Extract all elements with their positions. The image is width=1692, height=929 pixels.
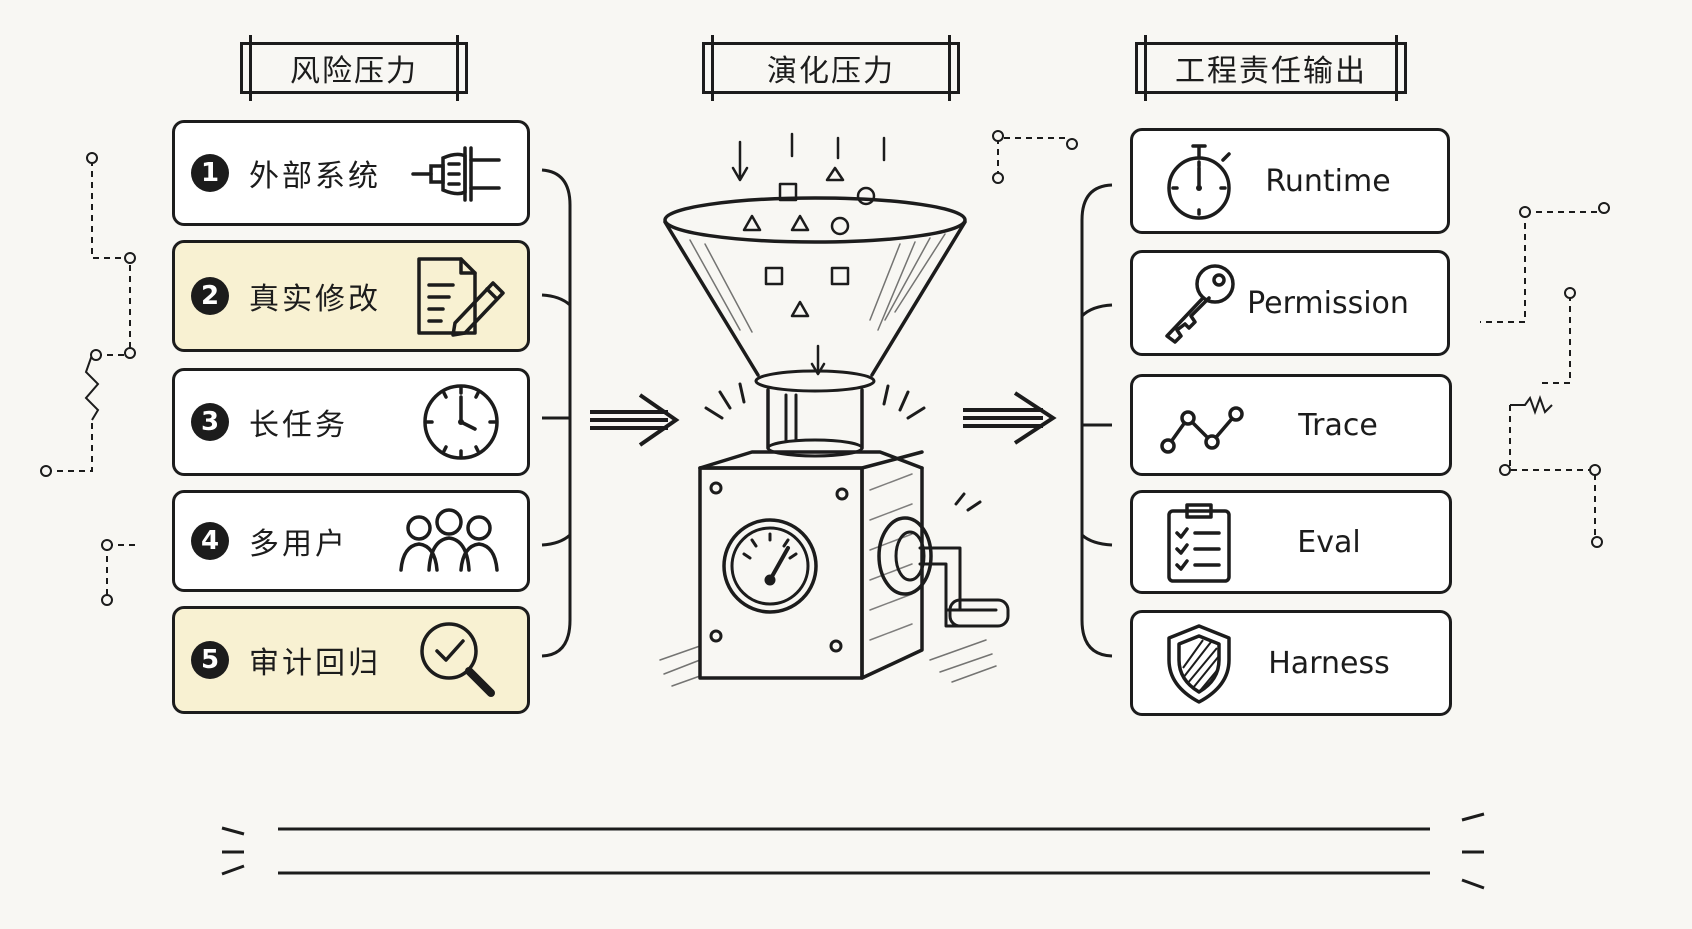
right-bracket	[1080, 183, 1113, 658]
column-header-evolution: 演化压力	[702, 35, 960, 101]
plug-icon	[411, 146, 501, 202]
bottom-divider	[221, 812, 1485, 890]
output-card-trace: Trace	[1130, 374, 1452, 476]
risk-card-external-systems: 1 外部系统	[172, 120, 530, 226]
output-card-eval: Eval	[1130, 490, 1452, 594]
output-label: Trace	[1298, 407, 1378, 443]
right-circuit-decoration	[997, 137, 1600, 540]
output-card-permission: Permission	[1130, 250, 1450, 356]
column-header-output: 工程责任输出	[1135, 35, 1407, 101]
output-label: Eval	[1297, 524, 1361, 560]
risk-card-long-task: 3 长任务	[172, 368, 530, 476]
output-label: Permission	[1247, 285, 1409, 321]
risk-label: 外部系统	[249, 159, 381, 194]
clipboard-checklist-icon	[1167, 503, 1231, 583]
key-icon	[1165, 264, 1235, 344]
number-badge: 3	[191, 403, 229, 441]
right-resistor-decoration	[1510, 395, 1553, 415]
left-resistor-decoration	[84, 354, 100, 421]
left-bracket	[541, 168, 572, 658]
number-badge: 5	[191, 641, 229, 679]
risk-label: 长任务	[249, 408, 348, 443]
output-card-harness: Harness	[1130, 610, 1452, 716]
output-card-runtime: Runtime	[1130, 128, 1450, 234]
column-header-risk: 风险压力	[240, 35, 468, 101]
arrow-right-icon	[963, 391, 1057, 445]
risk-card-real-modification: 2 真实修改	[172, 240, 530, 352]
number-badge: 4	[191, 522, 229, 560]
risk-card-multi-user: 4 多用户	[172, 490, 530, 592]
risk-card-audit-regression: 5 审计回归	[172, 606, 530, 714]
risk-label: 审计回归	[249, 646, 381, 681]
number-badge: 1	[191, 154, 229, 192]
users-icon	[399, 508, 499, 572]
stopwatch-icon	[1167, 144, 1231, 220]
number-badge: 2	[191, 277, 229, 315]
shield-icon	[1167, 624, 1231, 704]
output-label: Runtime	[1265, 163, 1391, 199]
risk-label: 多用户	[249, 527, 348, 562]
trace-line-icon	[1160, 406, 1244, 454]
magnifier-check-icon	[420, 622, 495, 697]
output-label: Harness	[1268, 645, 1390, 681]
arrow-right-icon	[590, 393, 680, 447]
risk-label: 真实修改	[249, 282, 381, 317]
document-edit-icon	[417, 257, 505, 337]
clock-icon	[423, 384, 499, 460]
